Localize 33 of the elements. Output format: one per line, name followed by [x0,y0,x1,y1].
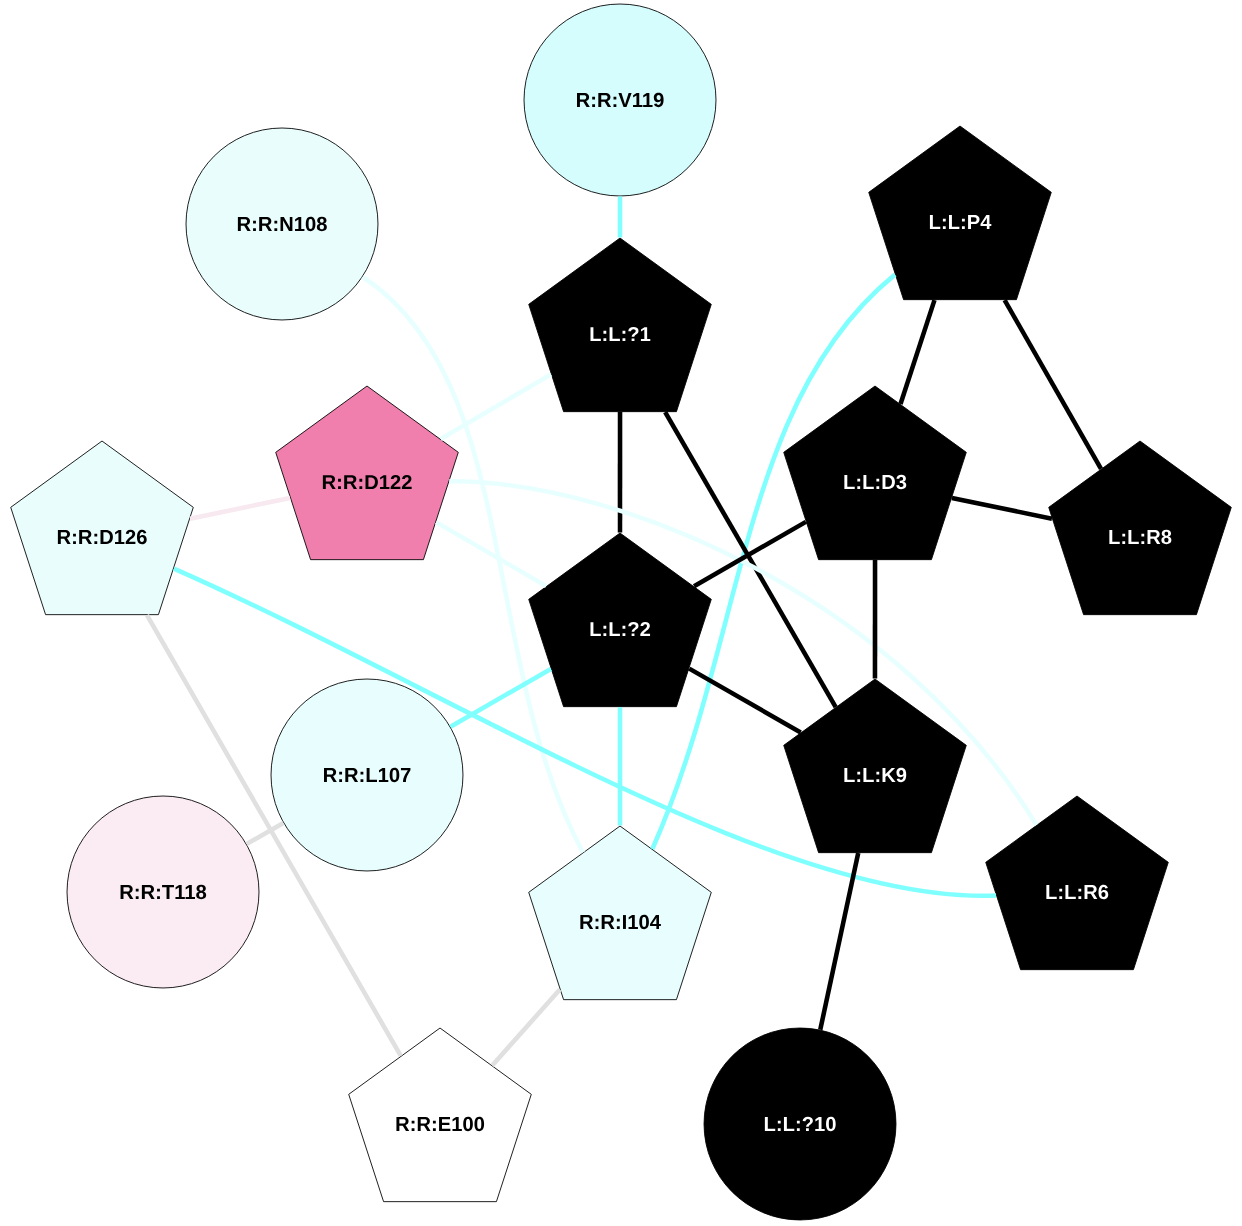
residue-pentagon: L:L:?2 [528,532,712,708]
connector-line [361,275,585,854]
residue-pentagon: R:R:E100 [348,1027,532,1203]
connector-line [818,852,861,1031]
connector-line [189,495,291,521]
connector-line [872,560,878,679]
connector-line [172,566,997,898]
connector-line [617,196,623,238]
connector-line [245,821,285,846]
connector-line [650,272,897,850]
connector-line [692,519,807,589]
connector-line [434,520,548,589]
connector-line [688,666,802,735]
connector-line [439,372,553,441]
residue-pentagon: L:L:K9 [783,678,967,854]
connector-line [449,666,552,729]
connector-line [449,479,1039,827]
residue-pentagon: L:L:D3 [783,385,967,561]
residue-pentagon: L:L:R6 [985,795,1169,971]
connector-line [490,988,562,1067]
residue-pentagon: L:L:P4 [868,125,1052,301]
residue-pentagon: R:R:D126 [10,440,194,616]
residue-pentagon: L:L:R8 [1048,440,1232,616]
connector-line [617,412,623,533]
residue-pentagon: R:R:D122 [275,385,459,561]
residue-pentagon: L:L:?1 [528,237,712,413]
connector-line [951,495,1053,521]
connector-line [663,410,838,709]
connector-line [145,613,403,1058]
connector-line [617,707,623,826]
residue-pentagon: R:R:I104 [528,825,712,1001]
connector-line [898,299,937,405]
connector-line [1002,298,1103,470]
